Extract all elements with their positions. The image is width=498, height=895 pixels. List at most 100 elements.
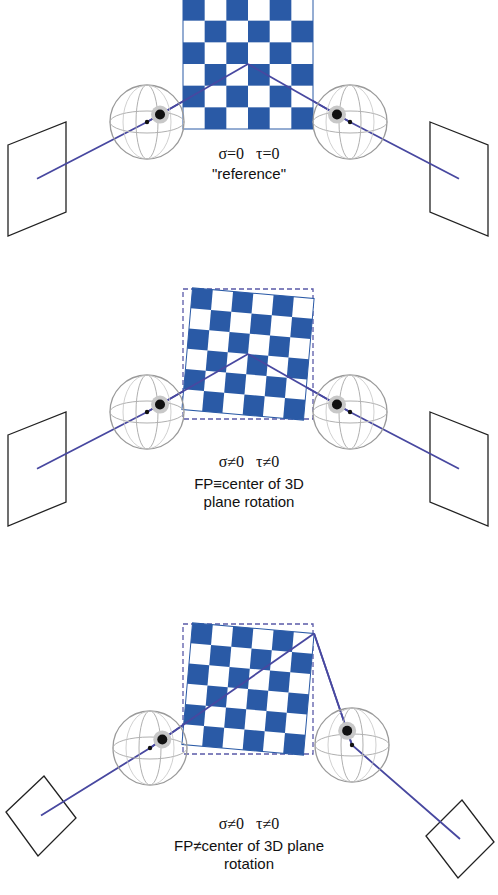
board-square xyxy=(243,730,265,752)
condition-label: σ≠0 τ≠0 xyxy=(169,453,329,471)
pupil xyxy=(332,400,342,410)
eye-meridian xyxy=(339,375,361,449)
board-square xyxy=(205,21,227,43)
eye-center xyxy=(348,410,352,414)
eye-meridian xyxy=(339,85,361,159)
board-square xyxy=(290,317,312,339)
image-plane xyxy=(430,412,488,526)
visual-axis xyxy=(314,634,460,839)
board-square xyxy=(183,86,205,108)
eye-sphere xyxy=(313,85,387,159)
eye-meridian xyxy=(126,711,174,785)
board-square xyxy=(287,693,309,715)
eye-sphere xyxy=(315,708,389,782)
pupil-halo xyxy=(151,396,169,414)
board-square xyxy=(224,707,246,729)
pupil xyxy=(155,110,165,120)
visual-axis xyxy=(37,354,248,469)
board-square xyxy=(246,354,268,376)
note-label: FP≡center of 3D plane rotation xyxy=(174,475,324,511)
board-square xyxy=(283,733,305,755)
note-label: "reference" xyxy=(169,165,329,183)
eye-sphere xyxy=(110,375,184,449)
board-square xyxy=(291,21,313,43)
eye-meridian xyxy=(328,708,376,782)
board-square xyxy=(226,42,248,64)
visual-axis xyxy=(150,634,314,748)
board-square xyxy=(202,726,224,748)
image-plane xyxy=(6,776,76,856)
board-square xyxy=(272,295,294,317)
eye-sphere xyxy=(113,711,187,785)
board-square xyxy=(270,86,292,108)
board-square xyxy=(250,648,272,670)
eye-center xyxy=(350,743,354,747)
board-square xyxy=(206,350,228,372)
board-square xyxy=(248,107,270,129)
board-square xyxy=(268,671,290,693)
pupil-halo xyxy=(328,106,346,124)
board-square xyxy=(283,398,305,420)
eye-equator xyxy=(313,111,387,133)
visual-axis xyxy=(37,64,248,179)
board-square xyxy=(246,689,268,711)
board-square xyxy=(202,391,224,413)
eye-center xyxy=(145,120,149,124)
board-square xyxy=(205,107,227,129)
eye-meridian xyxy=(136,375,158,449)
eye-meridian xyxy=(123,375,171,449)
pupil xyxy=(342,726,352,736)
eye-center xyxy=(145,410,149,414)
board-square xyxy=(250,313,272,335)
board-square xyxy=(228,332,250,354)
image-plane xyxy=(8,122,66,236)
board-square xyxy=(209,645,231,667)
board-square xyxy=(270,0,292,21)
board-square xyxy=(287,358,309,380)
eye-sphere xyxy=(110,85,184,159)
board-square xyxy=(183,42,205,64)
board-square xyxy=(270,42,292,64)
eye-meridian xyxy=(326,85,374,159)
eye-meridian xyxy=(136,85,158,159)
board-square xyxy=(191,288,213,310)
eye-equator xyxy=(113,737,187,759)
board-square xyxy=(290,652,312,674)
board-square xyxy=(231,626,253,648)
pupil-halo xyxy=(153,730,171,748)
board-square xyxy=(187,328,209,350)
board-square xyxy=(243,395,265,417)
pupil-halo xyxy=(151,106,169,124)
board-square xyxy=(226,86,248,108)
eye-meridian xyxy=(123,85,171,159)
eye-meridian xyxy=(341,708,363,782)
board-square xyxy=(291,107,313,129)
board-square xyxy=(265,376,287,398)
eye-center xyxy=(348,120,352,124)
board-square xyxy=(231,291,253,313)
board-square xyxy=(265,711,287,733)
board-square xyxy=(226,0,248,21)
board-square xyxy=(291,64,313,86)
pupil xyxy=(332,110,342,120)
board-square xyxy=(224,372,246,394)
eye-meridian xyxy=(139,711,161,785)
pupil xyxy=(157,734,167,744)
board-square xyxy=(209,310,231,332)
board-frame xyxy=(182,623,314,755)
eye-sphere xyxy=(313,375,387,449)
board-square xyxy=(248,21,270,43)
checkerboard xyxy=(182,623,314,755)
note-label: FP≠center of 3D plane rotation xyxy=(174,837,324,873)
image-plane xyxy=(430,122,488,236)
condition-label: σ≠0 τ≠0 xyxy=(169,815,329,833)
pupil xyxy=(155,400,165,410)
pupil-halo xyxy=(328,396,346,414)
eye-equator xyxy=(313,401,387,423)
pupil-halo xyxy=(338,722,356,740)
eye-equator xyxy=(110,401,184,423)
image-plane xyxy=(8,412,66,526)
board-square xyxy=(191,623,213,645)
eye-center xyxy=(148,746,152,750)
